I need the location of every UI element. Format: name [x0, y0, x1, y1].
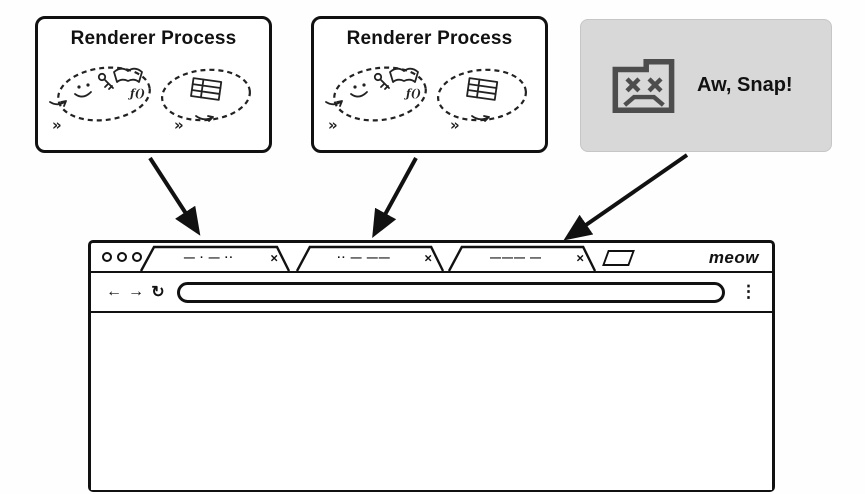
- new-tab-button[interactable]: [602, 250, 635, 266]
- fn-label: ƒ(): [403, 87, 421, 100]
- browser-window: — · — ·· × ·· — —— × ——— — × meow: [88, 240, 775, 492]
- tab-close-icon[interactable]: ×: [270, 250, 278, 266]
- traffic-light-icon[interactable]: [132, 252, 142, 262]
- renderer-process-box-1: Renderer Process ƒ() » »: [35, 16, 272, 153]
- page-content-area: [91, 313, 772, 490]
- renderer-doodle: ƒ() » »: [48, 66, 251, 134]
- traffic-light-icon[interactable]: [102, 252, 112, 262]
- renderer-doodle: ƒ() » »: [324, 66, 527, 134]
- address-bar-input[interactable]: [177, 281, 725, 303]
- tab-title-scribble: ——— —: [489, 252, 543, 264]
- fn-label: ƒ(): [127, 87, 145, 100]
- tab-title-scribble: ·· — ——: [337, 252, 391, 264]
- renderer-process-box-2: Renderer Process ƒ() » »: [311, 16, 548, 153]
- back-button[interactable]: ←: [106, 283, 122, 300]
- browser-toolbar: ← → ↻ ⋮: [91, 273, 772, 313]
- sad-folder-icon: [612, 58, 675, 113]
- tab-strip: — · — ·· × ·· — —— × ——— — × meow: [91, 243, 772, 273]
- chevron-marks: »: [52, 116, 62, 134]
- reload-button[interactable]: ↻: [151, 284, 165, 301]
- traffic-lights: [102, 252, 142, 262]
- tab-title-scribble: — · — ··: [183, 252, 235, 264]
- tab-shape: [447, 245, 597, 272]
- browser-wordmark: meow: [708, 248, 759, 267]
- tab-shape: [295, 245, 445, 272]
- tab-close-icon[interactable]: ×: [424, 250, 432, 266]
- overflow-menu-button[interactable]: ⋮: [740, 282, 757, 301]
- aw-snap-label: Aw, Snap!: [697, 74, 793, 96]
- browser-tab-2[interactable]: ·· — —— ×: [295, 245, 445, 272]
- aw-snap-box: Aw, Snap!: [580, 19, 832, 152]
- tab-shape: [139, 245, 291, 272]
- renderer-process-title: Renderer Process: [346, 28, 513, 49]
- chevron-marks: »: [174, 116, 184, 134]
- browser-tab-3[interactable]: ——— — ×: [447, 245, 597, 272]
- chevron-marks: »: [328, 116, 338, 134]
- tab-close-icon[interactable]: ×: [576, 250, 584, 266]
- forward-button[interactable]: →: [128, 283, 144, 300]
- traffic-light-icon[interactable]: [117, 252, 127, 262]
- browser-tab-1[interactable]: — · — ·· ×: [139, 245, 291, 272]
- chevron-marks: »: [450, 116, 460, 134]
- renderer-process-title: Renderer Process: [70, 28, 237, 49]
